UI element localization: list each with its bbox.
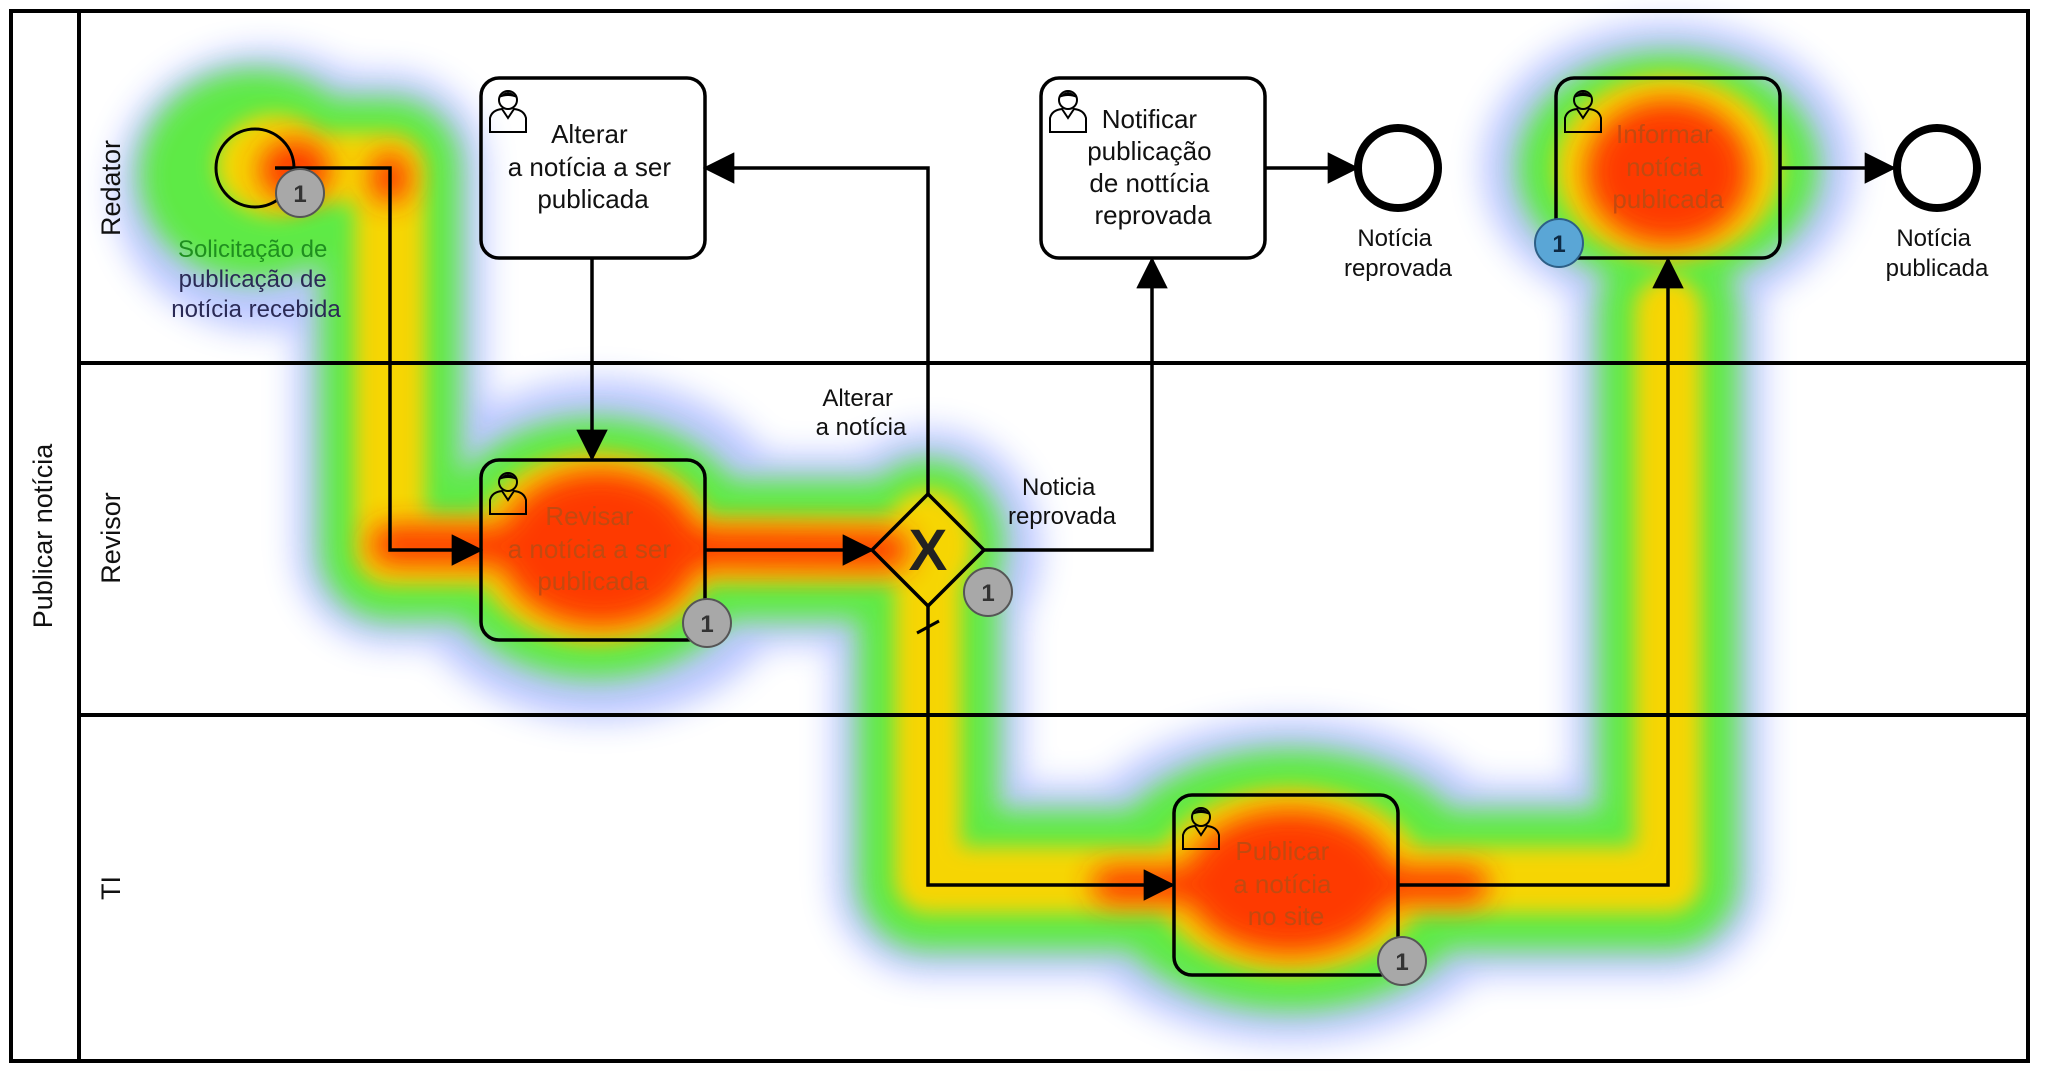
badge-publicar-count: 1 [1395, 949, 1408, 976]
task-notificar-label: Notificar publicação de nottícia reprova… [1087, 104, 1219, 230]
count-badges: 1 1 1 1 1 [275, 168, 1584, 986]
flow-gateway-to-publicar[interactable] [926, 606, 1176, 901]
task-informar-line: Informar [1616, 119, 1713, 149]
pool-publicar-noticia: Publicar notícia Redator Revisor TI [9, 9, 2030, 1063]
badge-informar-circle [1534, 218, 1584, 268]
task-alterar[interactable]: Alterar a notícia a ser publicada [479, 76, 707, 260]
badge-gateway: 1 [963, 567, 1013, 617]
gateway-x-marker: X [909, 518, 948, 583]
task-publicar-box[interactable] [1172, 793, 1400, 977]
start-event-line: notícia recebida [171, 296, 341, 323]
task-informar-box[interactable] [1554, 76, 1782, 260]
start-event-label: Solicitação de publicação de notícia rec… [171, 236, 341, 323]
end-event-publicada[interactable] [1893, 124, 1981, 212]
task-alterar-line: Alterar [551, 119, 628, 149]
badge-informar-count: 1 [1552, 231, 1565, 258]
task-revisar-box[interactable] [479, 458, 707, 642]
flow-label-reprovada: Noticia reprovada [1008, 474, 1117, 530]
exclusive-gateway[interactable]: X [869, 491, 987, 609]
task-revisar-line: a notícia a ser [508, 534, 672, 564]
end-publicada-line: publicada [1886, 255, 1989, 282]
task-notificar-line: reprovada [1094, 200, 1212, 230]
start-event-line: Solicitação de [178, 236, 327, 263]
lane-label-ti: TI [96, 876, 126, 900]
end-reprovada-label: Notícia reprovada [1344, 225, 1453, 282]
task-informar-label: Informar notícia publicada [1612, 119, 1724, 214]
flow-gateway-to-alterar[interactable] [702, 152, 930, 494]
task-informar-line: publicada [1612, 184, 1724, 214]
task-informar-line: notícia [1626, 152, 1703, 182]
user-icon [1049, 90, 1087, 133]
diagram-labels: Solicitação de publicação de notícia rec… [171, 225, 1989, 530]
flow-label-alterar: Alterar a notícia [816, 385, 907, 441]
sequence-flows [275, 152, 1897, 901]
task-notificar-line: publicação [1087, 136, 1211, 166]
badge-start-count: 1 [293, 181, 306, 208]
badge-publicar-circle [1377, 936, 1427, 986]
user-icon [489, 90, 527, 133]
task-notificar-box[interactable] [1039, 76, 1267, 260]
task-revisar-label: Revisar a notícia a ser publicada [508, 501, 679, 596]
flow-label-reprovada-line: Noticia [1022, 474, 1096, 501]
task-revisar-line: Revisar [545, 501, 633, 531]
flow-label-alterar-line: a notícia [816, 414, 907, 441]
task-revisar-line: publicada [537, 566, 649, 596]
default-flow-marker [916, 619, 940, 635]
badge-publicar: 1 [1377, 936, 1427, 986]
task-informar[interactable]: Informar notícia publicada [1554, 76, 1782, 260]
badge-revisar-circle [682, 598, 732, 648]
badge-start: 1 [275, 168, 325, 218]
task-alterar-line: a notícia a ser [508, 152, 672, 182]
end-reprovada-line: reprovada [1344, 255, 1453, 282]
flow-label-reprovada-line: reprovada [1008, 503, 1117, 530]
task-alterar-label: Alterar a notícia a ser publicada [508, 119, 679, 214]
user-icon [489, 472, 527, 515]
task-publicar-line: a notícia [1233, 869, 1332, 899]
start-event-line: publicação de [179, 266, 327, 293]
end-publicada-line: Notícia [1896, 225, 1971, 252]
user-icon [1564, 90, 1602, 133]
badge-gateway-circle [963, 567, 1013, 617]
user-icon [1182, 807, 1220, 850]
task-alterar-line: publicada [537, 184, 649, 214]
task-revisar[interactable]: Revisar a notícia a ser publicada [479, 458, 707, 642]
task-alterar-box[interactable] [479, 76, 707, 260]
badge-gateway-count: 1 [981, 580, 994, 607]
gateway-diamond[interactable] [869, 491, 987, 609]
task-publicar-line: Publicar [1235, 836, 1329, 866]
task-publicar-line: no site [1248, 901, 1325, 931]
pool-label: Publicar notícia [28, 443, 58, 629]
heatmap-overlay [114, 22, 1854, 1041]
task-publicar-label: Publicar a notícia no site [1233, 836, 1339, 931]
end-event-reprovada[interactable] [1354, 124, 1442, 212]
task-notificar[interactable]: Notificar publicação de nottícia reprova… [1039, 76, 1267, 260]
flow-label-alterar-line: Alterar [822, 385, 893, 412]
flow-publicar-to-informar[interactable] [1398, 256, 1684, 887]
tasks: Alterar a notícia a ser publicada Notifi… [479, 76, 1782, 977]
lane-label-revisor: Revisor [96, 492, 126, 584]
flow-gateway-to-notificar[interactable] [984, 256, 1168, 552]
badge-informar: 1 [1534, 218, 1584, 268]
badge-revisar-count: 1 [700, 611, 713, 638]
flow-start-to-revisar[interactable] [275, 166, 484, 566]
task-notificar-line: de nottícia [1089, 168, 1210, 198]
start-event[interactable] [214, 127, 296, 209]
badge-revisar: 1 [682, 598, 732, 648]
lane-label-redator: Redator [96, 140, 126, 236]
task-notificar-line: Notificar [1102, 104, 1198, 134]
end-publicada-label: Notícia publicada [1886, 225, 1989, 282]
pool-border [9, 9, 2030, 1063]
task-publicar[interactable]: Publicar a notícia no site [1172, 793, 1400, 977]
badge-start-circle [275, 168, 325, 218]
end-reprovada-line: Notícia [1357, 225, 1432, 252]
events [214, 124, 1981, 212]
